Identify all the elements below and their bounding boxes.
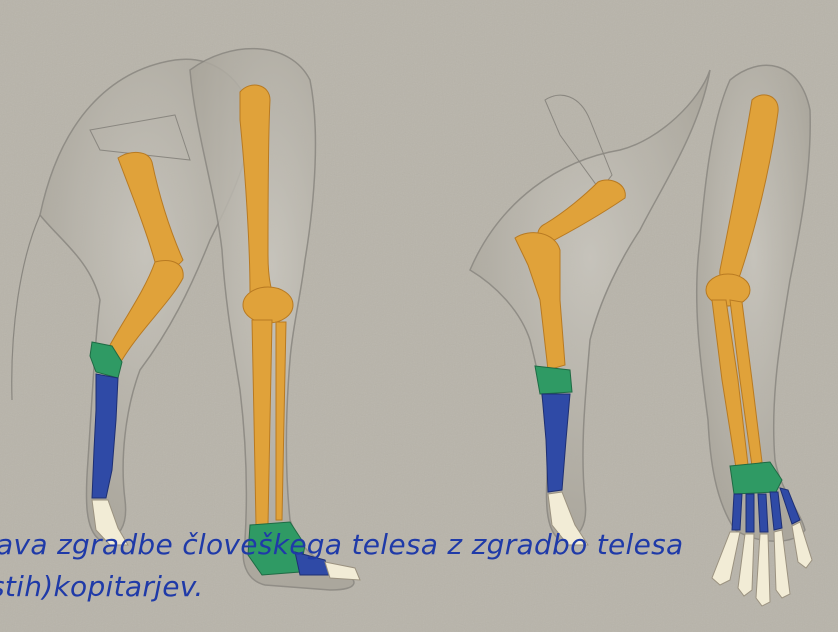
human-tibia (252, 320, 272, 525)
caption-line-1: ava zgradbe človeškega telesa z zgradbo … (0, 528, 684, 561)
caption-line-2: stih)kopitarjev. (0, 570, 204, 603)
human-knee (243, 287, 293, 323)
horse-carpals (535, 366, 572, 394)
